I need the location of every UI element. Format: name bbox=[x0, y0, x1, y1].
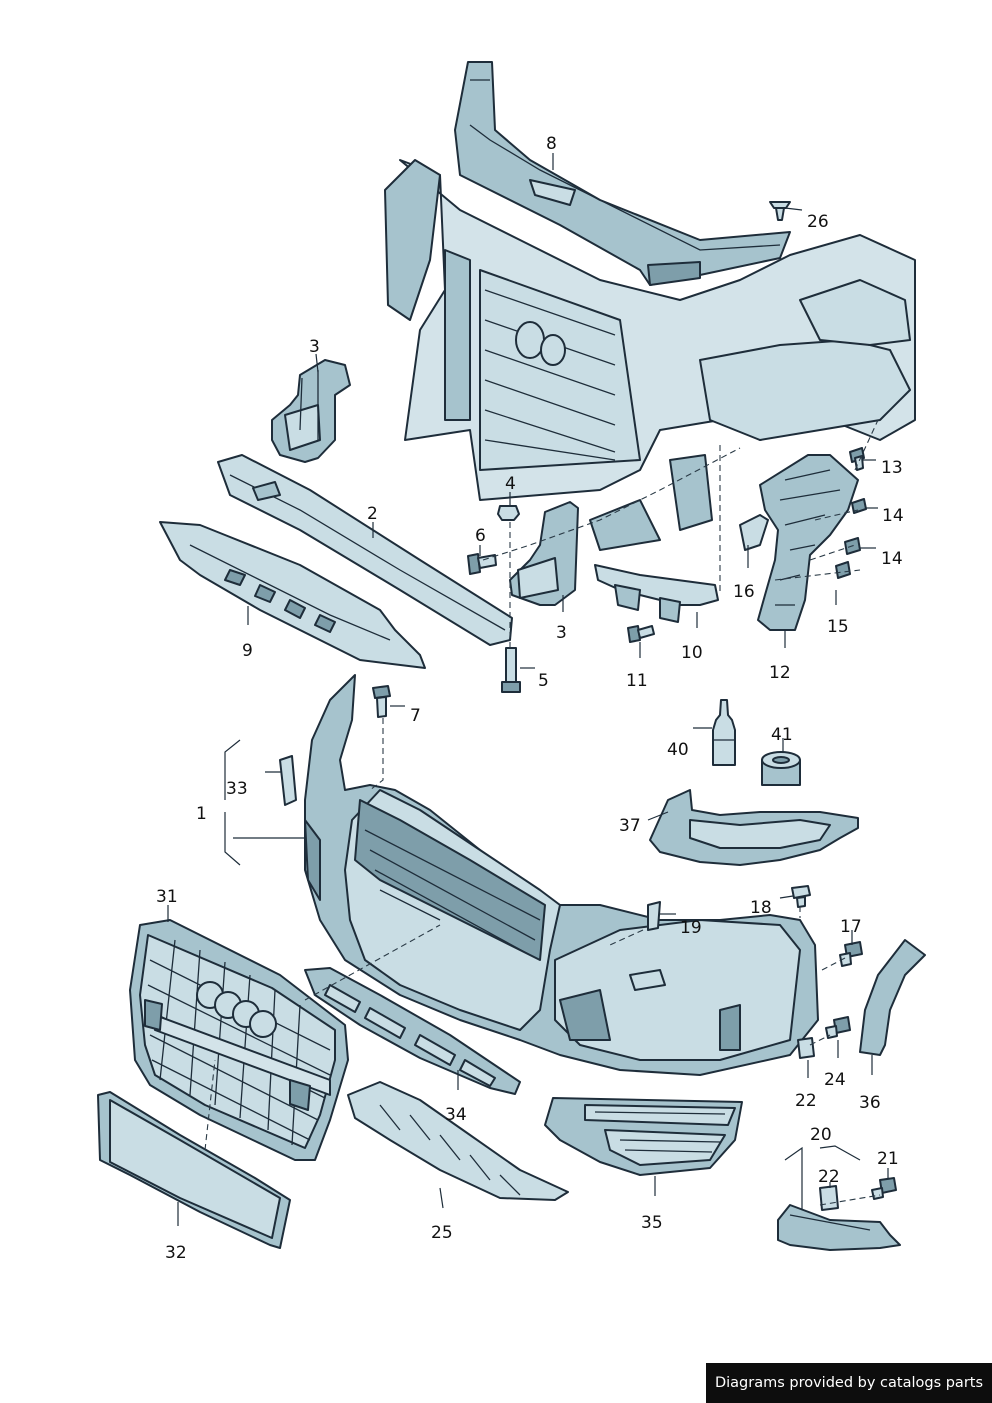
part-21-screw bbox=[871, 1177, 897, 1200]
callout-24: 24 bbox=[824, 1070, 846, 1090]
callout-3-upper: 3 bbox=[309, 337, 320, 357]
callout-32: 32 bbox=[165, 1243, 187, 1263]
part-2-bumper-beam bbox=[217, 454, 513, 646]
part-31-radiator-grille bbox=[129, 919, 349, 1161]
part-22-clip-b bbox=[819, 1185, 839, 1211]
callout-9: 9 bbox=[242, 641, 253, 661]
part-19-clip bbox=[647, 901, 661, 931]
part-17-screw bbox=[839, 941, 863, 967]
part-15-screw bbox=[835, 561, 851, 579]
callout-33: 33 bbox=[226, 779, 248, 799]
callout-36: 36 bbox=[859, 1093, 881, 1113]
part-34-lower-trim-strip bbox=[304, 967, 521, 1095]
callout-21: 21 bbox=[877, 1149, 899, 1169]
part-18-clip bbox=[791, 885, 811, 908]
part-33-clip bbox=[279, 755, 297, 806]
part-3-lower-bracket bbox=[509, 501, 579, 606]
callout-14-a: 14 bbox=[882, 506, 904, 526]
assembly-dashed-lines bbox=[204, 419, 881, 1206]
callout-18: 18 bbox=[750, 898, 772, 918]
part-1-bumper-cover bbox=[304, 674, 819, 1076]
part-5-bolt bbox=[501, 647, 521, 693]
part-8-upper-trim bbox=[454, 61, 791, 286]
part-20-side-bracket-lower bbox=[777, 1204, 901, 1251]
callout-5: 5 bbox=[538, 671, 549, 691]
footer-credit-badge: Diagrams provided by catalogs parts bbox=[706, 1363, 992, 1403]
part-6-bolt bbox=[467, 553, 497, 575]
callout-25: 25 bbox=[431, 1223, 453, 1243]
part-41-adhesive-tape bbox=[761, 751, 801, 786]
callout-2: 2 bbox=[367, 504, 378, 524]
part-14-screw-a bbox=[851, 498, 867, 514]
callout-41: 41 bbox=[771, 725, 793, 745]
part-3-upper-bracket bbox=[271, 359, 351, 463]
part-11-bolt bbox=[627, 625, 655, 643]
callout-16: 16 bbox=[733, 582, 755, 602]
callout-1: 1 bbox=[196, 804, 207, 824]
part-26-clip bbox=[769, 201, 791, 221]
callout-31: 31 bbox=[156, 887, 178, 907]
callout-12: 12 bbox=[769, 663, 791, 683]
callout-20: 20 bbox=[810, 1125, 832, 1145]
callout-11: 11 bbox=[626, 671, 648, 691]
callout-26: 26 bbox=[807, 212, 829, 232]
callout-13: 13 bbox=[881, 458, 903, 478]
callout-7: 7 bbox=[410, 706, 421, 726]
part-9-energy-absorber bbox=[159, 521, 426, 669]
callout-labels: 8 26 3 2 9 4 6 5 3 10 11 12 13 14 14 15 … bbox=[156, 134, 904, 1263]
part-4-nut bbox=[497, 505, 520, 521]
car-front-body-structure bbox=[384, 159, 916, 551]
part-32-licence-plate-holder bbox=[97, 1091, 291, 1249]
part-37-side-guide bbox=[649, 789, 859, 866]
part-35-lower-grille bbox=[544, 1097, 743, 1176]
leader-lines bbox=[167, 153, 889, 1226]
part-16-clip bbox=[739, 514, 769, 551]
callout-8: 8 bbox=[546, 134, 557, 154]
callout-15: 15 bbox=[827, 617, 849, 637]
part-24-screw bbox=[825, 1016, 851, 1039]
callout-14-b: 14 bbox=[881, 549, 903, 569]
part-10-guide-bracket bbox=[594, 564, 719, 623]
callout-22-a: 22 bbox=[795, 1091, 817, 1111]
part-7-screw bbox=[372, 685, 391, 718]
callout-17: 17 bbox=[840, 917, 862, 937]
callout-6: 6 bbox=[475, 526, 486, 546]
callout-10: 10 bbox=[681, 643, 703, 663]
part-36-wheel-arch-trim bbox=[859, 939, 926, 1056]
part-25-lower-spoiler bbox=[347, 1081, 569, 1201]
part-12-side-bracket bbox=[757, 454, 859, 631]
callout-3-lower: 3 bbox=[556, 623, 567, 643]
part-22-clip-a bbox=[797, 1037, 815, 1059]
callout-19: 19 bbox=[680, 918, 702, 938]
part-40-sealant-bottle bbox=[712, 699, 736, 766]
callout-22-b: 22 bbox=[818, 1167, 840, 1187]
callout-37: 37 bbox=[619, 816, 641, 836]
callout-34: 34 bbox=[445, 1105, 467, 1125]
callout-40: 40 bbox=[667, 740, 689, 760]
callout-35: 35 bbox=[641, 1213, 663, 1233]
callout-4: 4 bbox=[505, 474, 516, 494]
